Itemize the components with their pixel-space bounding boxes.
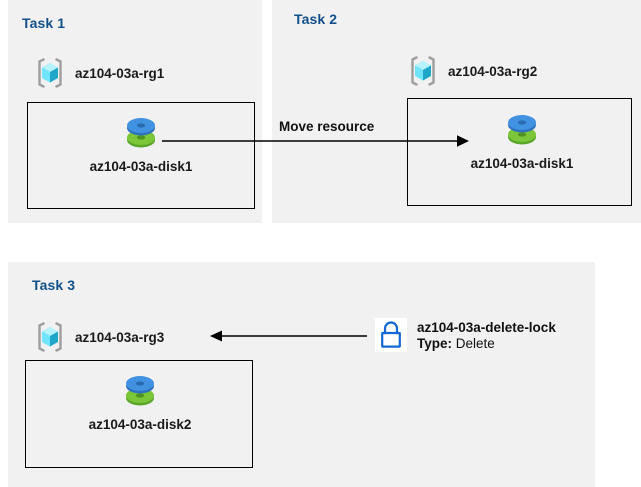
resource-label-task-1: az104-03a-disk1 [89,159,193,174]
lock-icon [375,318,407,352]
resource-group-label-task-2: az104-03a-rg2 [448,63,538,79]
connector-lock-to-resource-group [210,330,367,342]
resource-task-1: az104-03a-disk1 [63,113,219,174]
lock-name: az104-03a-delete-lock [417,320,556,335]
panel-title-task-3: Task 3 [32,277,76,293]
resource-group-cube-icon [33,320,67,354]
resource-container-task-1 [27,102,255,209]
lock-type-value: Delete [455,336,495,352]
panel-task-1 [8,0,262,223]
panel-task-3 [8,262,595,487]
lock-type-line: Type: Delete [417,336,556,352]
lock-text-block: az104-03a-delete-lock Type: Delete [417,318,556,353]
managed-disk-icon [62,371,218,413]
resource-label-task-3: az104-03a-disk2 [88,417,192,432]
resource-group-label-task-3: az104-03a-rg3 [75,329,165,345]
connector-label-move-resource: Move resource [279,119,375,134]
resource-task-2: az104-03a-disk1 [444,110,600,171]
resource-group-cube-icon [33,56,67,90]
resource-task-3: az104-03a-disk2 [62,371,218,432]
panel-title-task-1: Task 1 [22,15,66,31]
panel-task-2 [272,0,641,223]
resource-container-task-3 [25,360,253,468]
resource-lock: az104-03a-delete-lock Type: Delete [375,318,556,353]
resource-group-task-3: az104-03a-rg3 [33,320,164,354]
resource-container-task-2 [407,98,632,206]
panel-title-task-2: Task 2 [294,11,338,27]
resource-group-cube-icon [406,54,440,88]
managed-disk-icon [444,110,600,152]
connector-move-resource [162,135,469,147]
lock-type-key: Type: [417,336,453,352]
managed-disk-icon [63,113,219,155]
resource-group-task-1: az104-03a-rg1 [33,56,164,90]
resource-group-label-task-1: az104-03a-rg1 [75,65,165,81]
resource-label-task-2: az104-03a-disk1 [470,156,574,171]
resource-group-task-2: az104-03a-rg2 [406,54,537,88]
